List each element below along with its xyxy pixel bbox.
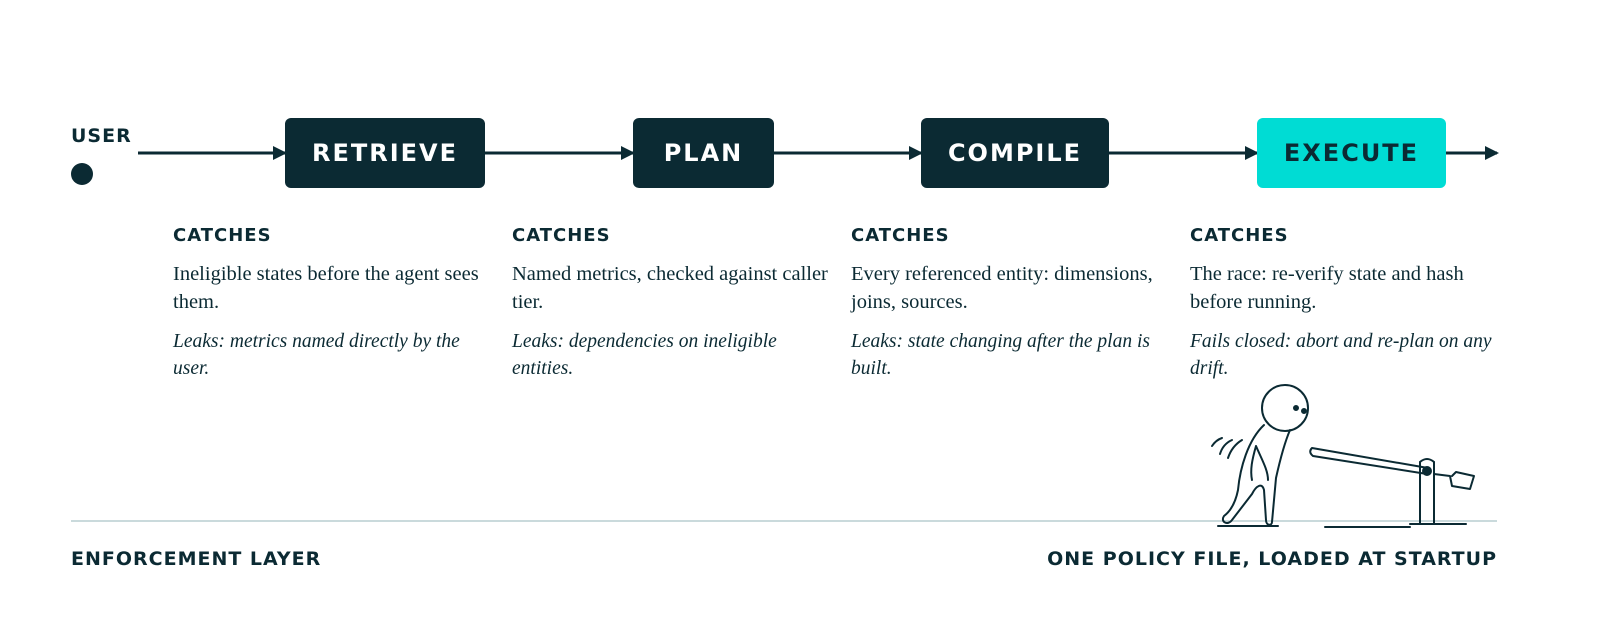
catches-heading: CATCHES <box>173 225 272 246</box>
column-compile: CATCHES Every referenced entity: dimensi… <box>851 226 1171 382</box>
catches-text: The race: re-verify state and hash befor… <box>1190 263 1464 313</box>
catches-heading: CATCHES <box>512 225 611 246</box>
figure-blocked-by-barrier-gate-icon <box>1211 384 1475 528</box>
catches-text: Every referenced entity: dimensions, joi… <box>851 263 1153 313</box>
enforcement-layer-label: ENFORCEMENT LAYER <box>71 548 322 570</box>
policy-file-label: ONE POLICY FILE, LOADED AT STARTUP <box>1047 548 1497 570</box>
stage-execute: EXECUTE <box>1257 118 1446 188</box>
stage-compile: COMPILE <box>921 118 1109 188</box>
catches-heading: CATCHES <box>1190 225 1289 246</box>
catches-text: Named metrics, checked against caller ti… <box>512 263 828 313</box>
column-retrieve: CATCHES Ineligible states before the age… <box>173 226 493 382</box>
catches-text: Ineligible states before the agent sees … <box>173 263 479 313</box>
stage-retrieve: RETRIEVE <box>285 118 485 188</box>
leaks-note: Leaks: state changing after the plan is … <box>851 331 1150 379</box>
column-execute: CATCHES The race: re-verify state and ha… <box>1190 226 1500 382</box>
user-label: USER <box>71 125 132 147</box>
stage-plan: PLAN <box>633 118 774 188</box>
fails-closed-note: Fails closed: abort and re-plan on any d… <box>1190 331 1492 379</box>
user-node <box>71 163 93 185</box>
leaks-note: Leaks: metrics named directly by the use… <box>173 331 460 379</box>
column-plan: CATCHES Named metrics, checked against c… <box>512 226 832 382</box>
leaks-note: Leaks: dependencies on ineligible entiti… <box>512 331 777 379</box>
catches-heading: CATCHES <box>851 225 950 246</box>
